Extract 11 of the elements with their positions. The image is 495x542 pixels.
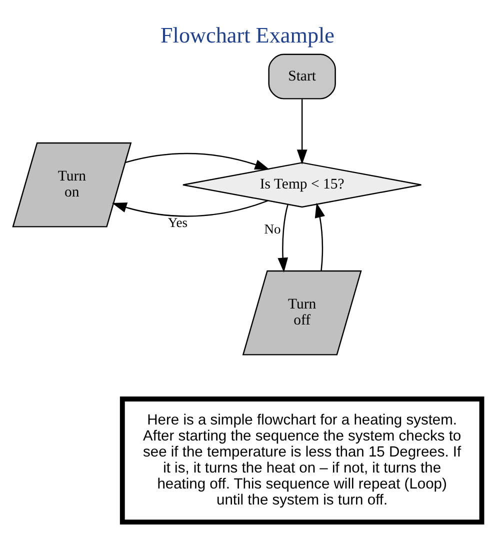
arrow xyxy=(296,99,308,164)
node-box: Here is a simple flowchart for a heating system. After starting the sequence the system checks to see if the temperature is less than 15 Degrees. If it is, it turns the heat on – if not, it turns the heating off. This sequence will repeat (Loop) until the system is turn off. xyxy=(120,396,484,525)
arrow xyxy=(314,202,325,271)
arrow xyxy=(112,200,268,217)
node-box: Start xyxy=(268,54,336,100)
edge-label: No xyxy=(264,222,281,237)
arrow xyxy=(278,204,288,273)
arrow xyxy=(125,152,270,170)
node-diamond: Is Temp < 15? xyxy=(182,162,422,208)
diagram-title: Flowchart Example xyxy=(160,22,335,48)
edge-label: Yes xyxy=(168,215,188,230)
